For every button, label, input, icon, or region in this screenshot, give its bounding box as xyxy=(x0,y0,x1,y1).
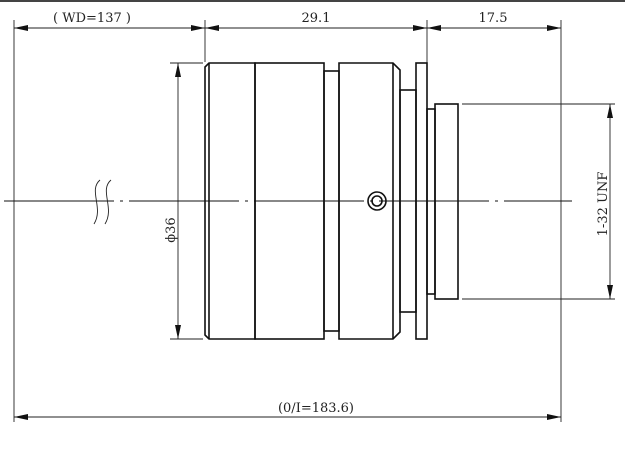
break-symbol-icon xyxy=(93,179,112,225)
dimension-lines xyxy=(14,25,613,420)
back-length-label: 17.5 xyxy=(479,11,508,26)
thread-label: 1-32 UNF xyxy=(596,172,611,237)
lens-body xyxy=(204,62,459,340)
diameter-label: ϕ36 xyxy=(164,217,179,242)
length-label: 29.1 xyxy=(302,11,331,26)
oi-label: (0/I=183.6) xyxy=(278,401,354,416)
extension-lines xyxy=(13,20,615,422)
set-screw-icon xyxy=(367,191,387,211)
wd-label: ( WD=137 ) xyxy=(53,11,131,26)
